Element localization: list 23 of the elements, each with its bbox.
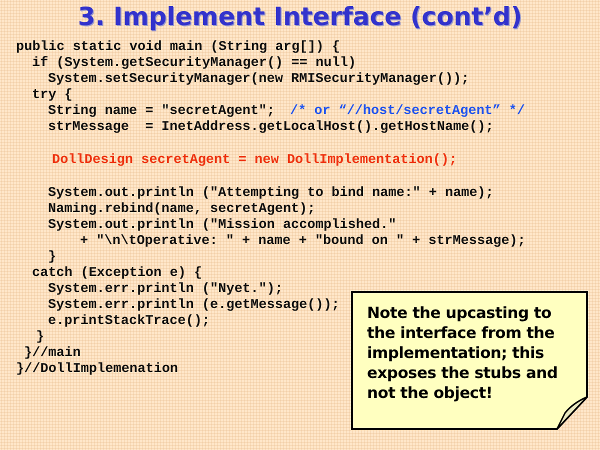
note-text: Note the upcasting to the interface from the implementation; this exposes the stubs and not the object! bbox=[367, 303, 559, 403]
code-line: String name = "secretAgent"; bbox=[48, 104, 275, 120]
code-line: System.err.println (e.getMessage()); bbox=[48, 298, 340, 314]
code-line: } bbox=[36, 330, 44, 346]
slide-title: 3. Implement Interface (cont’d) bbox=[76, 2, 524, 31]
code-line: e.printStackTrace(); bbox=[48, 314, 210, 330]
code-line: try { bbox=[32, 88, 73, 104]
code-line: if (System.getSecurityManager() == null) bbox=[32, 56, 356, 72]
code-line: } bbox=[48, 250, 56, 266]
highlighted-code-line: DollDesign secretAgent = new DollImplementation(); bbox=[52, 153, 458, 169]
code-line: + "\n\tOperative: " + name + "bound on " + strMessage); bbox=[80, 234, 526, 250]
code-line: System.out.println ("Attempting to bind name:" + name); bbox=[48, 186, 494, 202]
code-line: public static void main (String arg[]) { bbox=[16, 40, 340, 56]
code-comment: /* or “//host/secretAgent” */ bbox=[290, 104, 525, 120]
code-line: System.err.println ("Nyet."); bbox=[48, 282, 283, 298]
code-line: strMessage = InetAddress.getLocalHost().getHostName(); bbox=[48, 120, 494, 136]
code-line: System.setSecurityManager(new RMISecurityManager()); bbox=[48, 72, 470, 88]
code-line: catch (Exception e) { bbox=[32, 266, 202, 282]
code-line: Naming.rebind(name, secretAgent); bbox=[48, 202, 316, 218]
code-line: }//DollImplemenation bbox=[16, 362, 178, 378]
code-line: System.out.println ("Mission accomplished." bbox=[48, 218, 396, 234]
sticky-note bbox=[351, 291, 588, 430]
code-line: }//main bbox=[24, 346, 81, 362]
